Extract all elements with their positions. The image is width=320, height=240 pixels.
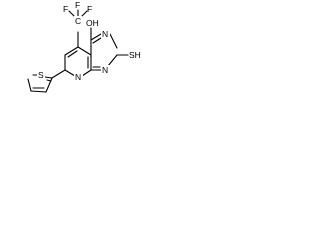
atom-n8: N <box>75 72 81 82</box>
bond-c4-n3-inner <box>92 37 102 44</box>
atom-thiol: SH <box>129 50 141 60</box>
bond-thiophene-3 <box>27 78 32 92</box>
bond-thiophene-2 <box>30 90 47 93</box>
atom-fluorine-top: F <box>75 0 80 10</box>
bond-thiophene-5 <box>44 76 53 79</box>
bond-c7-thienyl <box>51 69 66 79</box>
atom-cf3-carbon: C <box>75 16 81 26</box>
atom-labels: N N N S C F F F OH SH <box>37 0 141 82</box>
bond-c5-c6 <box>64 46 79 56</box>
bond-n8-c8a <box>81 69 92 77</box>
atom-fluorine-right: F <box>87 4 92 14</box>
bond-c5-c6-inner <box>67 50 78 58</box>
bond-n3-c2 <box>109 33 118 49</box>
bonds <box>27 9 129 93</box>
bond-c2-n1 <box>107 54 118 67</box>
chemical-structure-diagram: N N N S C F F F OH SH <box>27 0 141 93</box>
bond-c4a-c5 <box>77 46 92 56</box>
atom-s-thiophene: S <box>38 70 44 80</box>
bond-thiophene-1 <box>45 77 53 93</box>
atom-fluorine-left: F <box>63 4 68 14</box>
atom-n1: N <box>102 65 108 75</box>
bond-c7-n8 <box>64 69 76 77</box>
bond-thiophene-5-inner <box>46 79 52 82</box>
atom-hydroxyl: OH <box>86 18 99 28</box>
bond-c4-n3 <box>90 33 102 41</box>
atom-n3: N <box>102 29 108 39</box>
